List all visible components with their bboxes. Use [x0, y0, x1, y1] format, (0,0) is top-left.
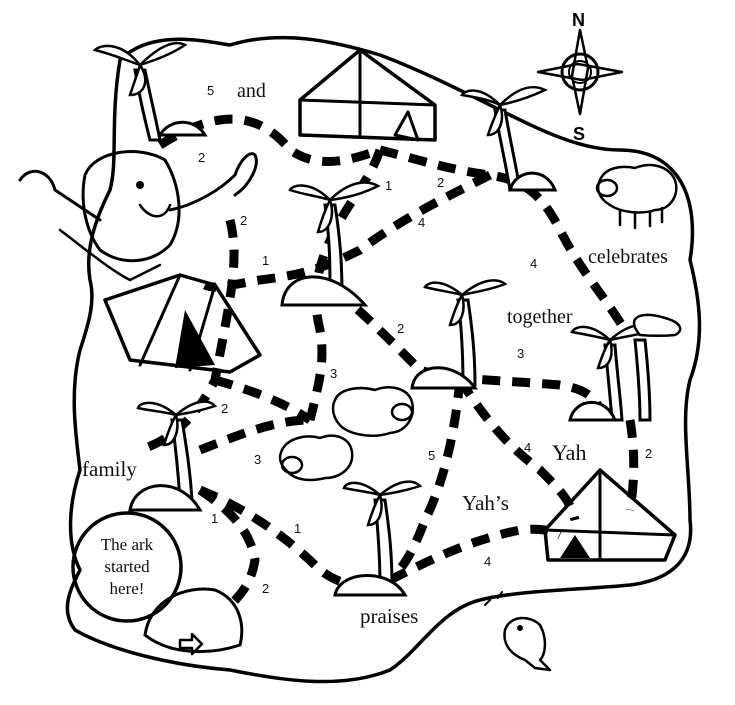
palm-tree-icon	[410, 279, 508, 390]
word-yah: Yah	[552, 440, 586, 465]
step-number: 4	[530, 256, 537, 271]
path-segment	[198, 485, 392, 590]
step-number: 2	[240, 213, 247, 228]
step-number: 2	[437, 175, 444, 190]
step-number: 3	[517, 346, 524, 361]
island-outline	[65, 35, 702, 684]
compass-north-label: N	[572, 10, 585, 30]
palm-tree-icon	[568, 313, 682, 422]
start-label-line: The ark	[101, 535, 154, 554]
tent-icon	[298, 48, 437, 142]
step-number: 2	[645, 446, 652, 461]
step-number: 2	[198, 150, 205, 165]
word-celebrates: celebrates	[588, 246, 668, 268]
path-segment	[625, 419, 639, 511]
step-number: 4	[524, 440, 531, 455]
sheep-icon	[331, 386, 415, 437]
step-number: 2	[397, 321, 404, 336]
step-number: 1	[294, 521, 301, 536]
path-words: and celebrates together Yah Yah’s family…	[82, 80, 668, 628]
compass-south-label: S	[573, 124, 585, 144]
palm-tree-icon	[333, 480, 423, 597]
step-number: 3	[254, 452, 261, 467]
start-label-line: here!	[110, 579, 145, 598]
step-number: 1	[385, 178, 392, 193]
path-segment	[197, 486, 260, 624]
step-number: 2	[221, 401, 228, 416]
palm-tree-icon	[128, 400, 218, 512]
step-number: 5	[207, 83, 214, 98]
word-family: family	[82, 457, 137, 481]
step-number: 2	[262, 581, 269, 596]
step-number: 4	[484, 554, 491, 569]
path-segment	[456, 377, 580, 522]
palm-tree-icon	[280, 181, 381, 307]
step-number: 3	[330, 366, 337, 381]
step-number: 5	[428, 448, 435, 463]
fish-icon	[484, 591, 552, 672]
word-together: together	[507, 306, 573, 328]
step-number: 1	[211, 511, 218, 526]
start-label-line: started	[104, 557, 150, 576]
path-segment	[198, 415, 311, 455]
path-segment	[213, 375, 313, 424]
compass-icon: N S	[536, 10, 624, 144]
ark-rock-icon	[143, 587, 244, 656]
sheep-icon	[278, 434, 354, 482]
word-and: and	[237, 80, 266, 102]
palm-tree-icon	[92, 41, 208, 142]
path-segment	[378, 145, 629, 333]
sheep-icon	[595, 163, 678, 230]
start-label-badge: The ark started here!	[71, 511, 183, 623]
word-praises: praises	[360, 604, 418, 628]
tent-icon	[543, 468, 677, 562]
tent-icon	[103, 273, 262, 374]
step-number: 4	[418, 215, 425, 230]
step-numbers: 5 2 1 2 2 4 1 4 2 3 3 2 3 4 5 2 1 1 4 2	[198, 83, 652, 596]
path-segment	[138, 218, 239, 455]
step-number: 1	[262, 253, 269, 268]
word-yahs: Yah’s	[462, 491, 509, 515]
palm-tree-icon	[459, 86, 558, 192]
noah-figure-icon	[18, 150, 258, 282]
path-segment	[386, 379, 465, 584]
